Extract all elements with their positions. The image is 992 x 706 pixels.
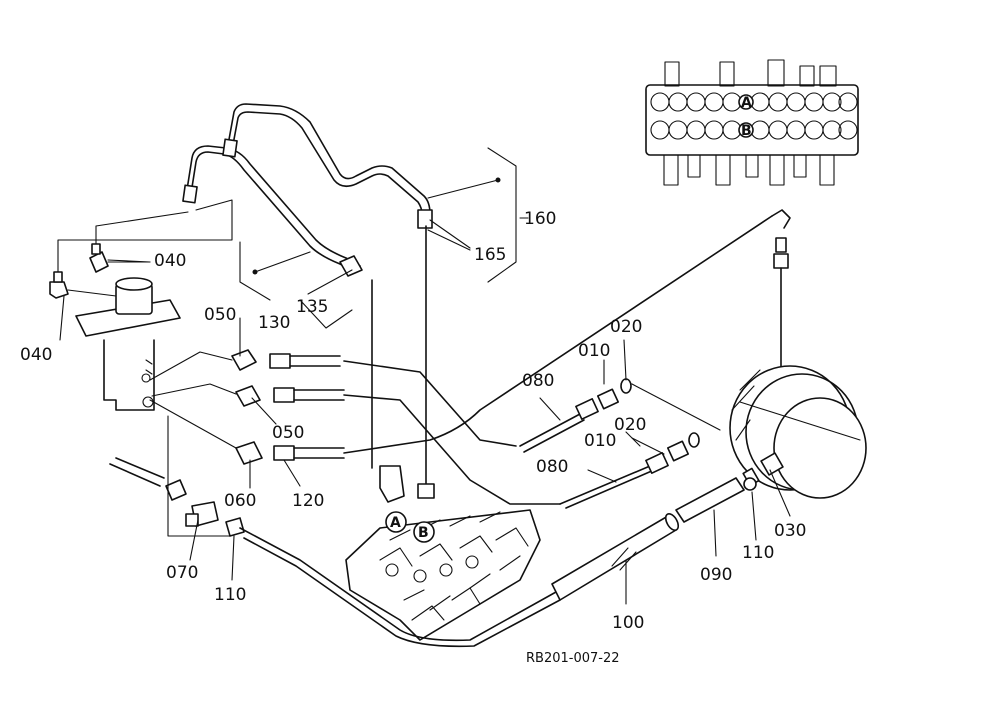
valve-spool-circle [686,120,706,140]
label-165: 165 [474,245,506,265]
valve-spool-circle [838,120,858,140]
label-040-left: 040 [20,345,52,365]
valve-spool-circle [650,92,670,112]
port-a-label: A [390,515,401,531]
label-020-mid: 020 [614,415,646,435]
port-b-label: B [418,525,429,541]
valve-spool-circle [838,92,858,112]
valve-spool-circle [804,92,824,112]
valve-spool-circle [786,92,806,112]
label-130: 130 [258,313,290,333]
label-090: 090 [700,565,732,585]
hoses-050-060-120 [149,209,791,505]
label-100: 100 [612,613,644,633]
label-120: 120 [292,491,324,511]
valve-spool-circle [768,120,788,140]
valve-spool-circle [804,120,824,140]
inset-port-b-label: B [741,123,752,139]
valve-spool-circle [786,120,806,140]
label-050-top: 050 [204,305,236,325]
label-070: 070 [166,563,198,583]
label-110-left: 110 [214,585,246,605]
valve-spool-circle [822,120,842,140]
label-010-top: 010 [578,341,610,361]
label-080-top: 080 [522,371,554,391]
label-135: 135 [296,297,328,317]
valve-spool-circle [822,92,842,112]
valve-spool-circle [650,120,670,140]
return-line-100-090 [109,415,757,648]
valve-spool-circle [686,92,706,112]
label-040-right: 040 [154,251,186,271]
valve-spool-circle [668,120,688,140]
part-labels: 040 040 050 050 060 120 070 110 130 135 … [20,209,806,633]
valve-spool-circle [668,92,688,112]
steel-pipe-130-135 [182,103,517,329]
label-060: 060 [224,491,256,511]
label-080-mid: 080 [536,457,568,477]
label-010-mid: 010 [584,431,616,451]
travel-motor [729,365,867,499]
drawing-code: RB201-007-22 [526,651,620,666]
valve-spool-circle [768,92,788,112]
label-030: 030 [774,521,806,541]
label-110-right: 110 [742,543,774,563]
pilot-lines [371,225,435,503]
leader-lines [59,217,791,605]
label-050-mid: 050 [272,423,304,443]
control-valve-block: A B [345,509,541,641]
control-valve-inset: A B [645,59,859,186]
label-160: 160 [524,209,556,229]
valve-spool-circle [704,92,724,112]
inset-port-a-label: A [741,95,752,111]
hoses-080-fittings [519,378,721,509]
label-020-top: 020 [610,317,642,337]
valve-spool-circle [704,120,724,140]
